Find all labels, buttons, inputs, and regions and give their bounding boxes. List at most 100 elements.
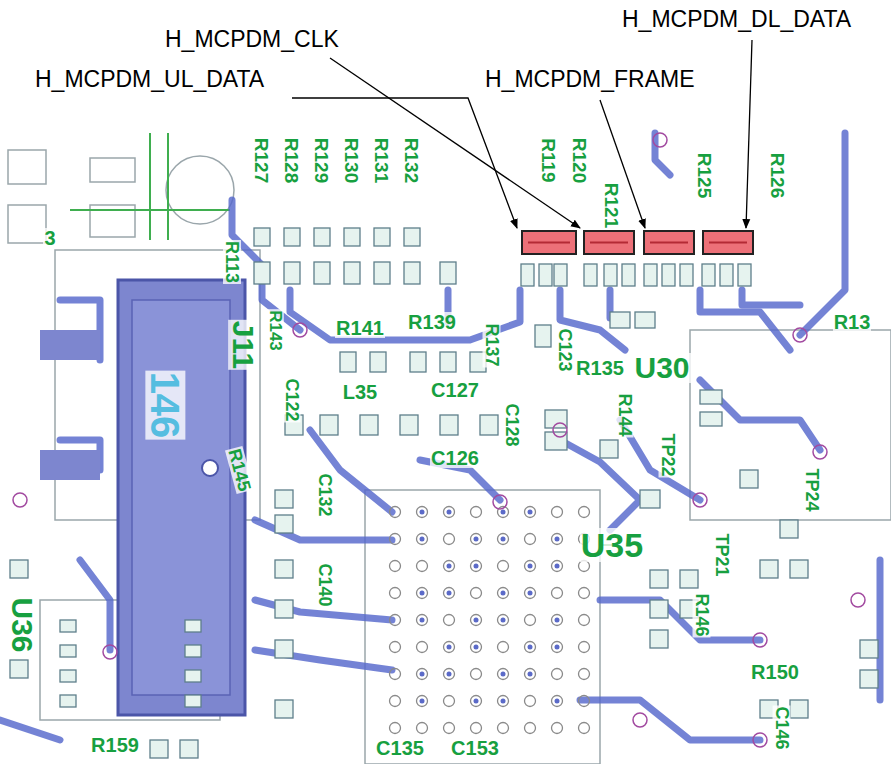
bga-ball [501, 618, 506, 623]
bga-ball [474, 537, 479, 542]
reference-designator: C126 [430, 448, 480, 468]
bga-ball [525, 534, 536, 545]
outline [690, 330, 891, 520]
silkscreen-line [149, 133, 151, 240]
reference-designator: R150 [750, 662, 800, 682]
bga-ball [528, 645, 533, 650]
component-pad [185, 670, 201, 682]
bga-ball [420, 510, 425, 515]
highlighted-resistor [584, 231, 634, 254]
component-pad [760, 560, 778, 578]
component-pad [360, 415, 378, 435]
connector-body [202, 460, 218, 476]
highlighted-resistor [528, 242, 570, 244]
component-pad [440, 415, 458, 435]
bga-ball [498, 588, 509, 599]
bga-ball [525, 561, 536, 572]
bga-ball [498, 669, 509, 680]
reference-designator: 3 [43, 228, 56, 248]
copper-trace [742, 290, 800, 305]
via [653, 133, 667, 147]
component-pad [60, 645, 76, 657]
outline [166, 156, 234, 224]
bga-ball [498, 615, 509, 626]
bga-ball [447, 510, 452, 515]
outline [8, 205, 46, 243]
component-pad [185, 645, 201, 657]
bga-ball [420, 672, 425, 677]
component-pad [790, 700, 808, 718]
reference-designator: TP24 [803, 467, 821, 512]
bga-ball [579, 696, 590, 707]
reference-designator: C127 [430, 380, 480, 400]
bga-ball [501, 537, 506, 542]
bga-ball [528, 672, 533, 677]
bga-ball [447, 645, 452, 650]
copper-trace [0, 720, 60, 740]
connector-body [40, 450, 100, 480]
component-pad [320, 415, 338, 435]
reference-designator: R126 [768, 151, 787, 198]
component-pad [60, 620, 76, 632]
reference-designator: R131 [372, 136, 391, 183]
reference-designator: R113 [223, 240, 241, 284]
component-pad [650, 630, 668, 648]
component-pad [10, 560, 28, 578]
component-pad [344, 228, 360, 246]
bga-ball [444, 507, 455, 518]
bga-ball [525, 588, 536, 599]
bga-ball [471, 642, 482, 653]
component-pad [275, 700, 293, 718]
copper-trace [600, 600, 760, 640]
via [13, 133, 865, 747]
component-pad [314, 228, 330, 246]
bga-ball [390, 696, 401, 707]
bga-ball [390, 534, 401, 545]
reference-designator: R127 [252, 136, 271, 183]
component-pad [700, 390, 722, 404]
bga-ball [552, 696, 563, 707]
via [851, 593, 865, 607]
via [633, 713, 647, 727]
component-pad [275, 600, 293, 618]
copper-trace [0, 133, 880, 740]
bga-ball [417, 561, 428, 572]
component-pad [370, 352, 386, 372]
reference-designator: C128 [503, 402, 521, 447]
via [753, 733, 767, 747]
bga-ball [525, 615, 536, 626]
via [553, 423, 567, 437]
silkscreen-line [167, 133, 169, 240]
component-pad [150, 740, 168, 758]
component-pad [10, 660, 28, 678]
component-pad [700, 412, 722, 426]
via [13, 493, 27, 507]
bga-ball [444, 561, 455, 572]
copper-trace [700, 380, 820, 450]
component-pad [680, 264, 693, 286]
bga-ball [498, 642, 509, 653]
bga-ball [579, 642, 590, 653]
bga-ball [501, 672, 506, 677]
signal-name: H_MCPDM_UL_DATA [35, 68, 264, 91]
bga-ball [579, 561, 590, 572]
bga-ball [498, 696, 509, 707]
reference-designator: R130 [342, 136, 361, 183]
reference-designator: C146 [773, 705, 791, 750]
bga-ball [471, 561, 482, 572]
component-pad [410, 352, 426, 372]
reference-designator: R143 [266, 309, 283, 352]
component-pad [374, 228, 390, 246]
highlighted-resistor [709, 242, 747, 244]
bga-ball [417, 615, 428, 626]
bga-ball [501, 591, 506, 596]
reference-designator: R132 [402, 136, 421, 183]
component-pad [662, 264, 675, 286]
component-pad [340, 352, 356, 372]
bga-ball [579, 507, 590, 518]
component-pad [480, 415, 498, 435]
component-pad [275, 640, 293, 658]
bga-ball [420, 618, 425, 623]
